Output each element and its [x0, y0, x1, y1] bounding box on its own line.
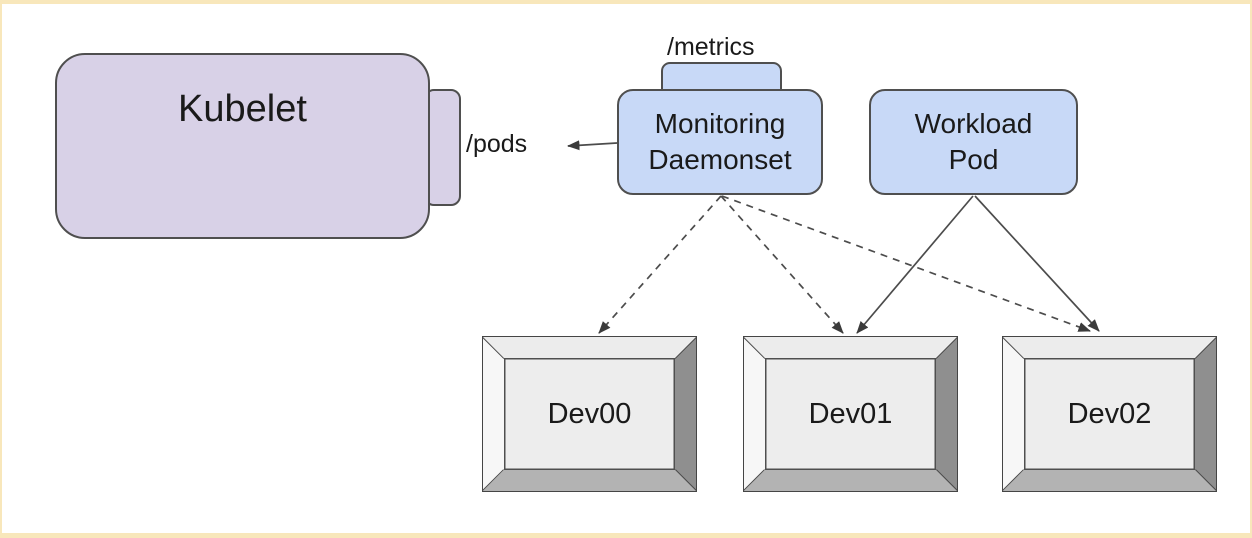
- bevel-seam: [1002, 337, 1025, 360]
- bevel-seam: [935, 468, 958, 491]
- monitoring-daemonset-node: Monitoring Daemonset: [617, 89, 823, 195]
- kubelet-node: Kubelet: [55, 53, 430, 239]
- pods-endpoint-label: /pods: [466, 130, 528, 158]
- bevel-seam: [743, 468, 766, 491]
- workload-pod-label-line2: Pod: [948, 144, 999, 175]
- workload-pod-label-line1: Workload: [914, 108, 1033, 139]
- device-node-dev01: Dev01: [743, 336, 958, 492]
- bevel-seam: [482, 468, 505, 491]
- bevel-seam: [674, 468, 697, 491]
- bevel-seam: [482, 337, 505, 360]
- monitoring-daemonset-label-line2: Daemonset: [648, 144, 792, 175]
- metrics-endpoint-label: /metrics: [667, 33, 755, 61]
- workload-pod-node: Workload Pod: [869, 89, 1078, 195]
- device-label-dev02: Dev02: [1067, 397, 1152, 430]
- bevel-seam: [674, 337, 697, 360]
- bevel-seam: [1194, 337, 1217, 360]
- device-label-dev01: Dev01: [808, 397, 893, 430]
- bevel-seam: [935, 337, 958, 360]
- device-node-dev02: Dev02: [1002, 336, 1217, 492]
- kubelet-label: Kubelet: [178, 88, 307, 130]
- bevel-seam: [1194, 468, 1217, 491]
- device-label-dev00: Dev00: [547, 397, 632, 430]
- kubelet-pods-tab: [424, 89, 461, 206]
- bevel-seam: [1002, 468, 1025, 491]
- bevel-seam: [743, 337, 766, 360]
- monitoring-daemonset-label-line1: Monitoring: [654, 108, 786, 139]
- device-node-dev00: Dev00: [482, 336, 697, 492]
